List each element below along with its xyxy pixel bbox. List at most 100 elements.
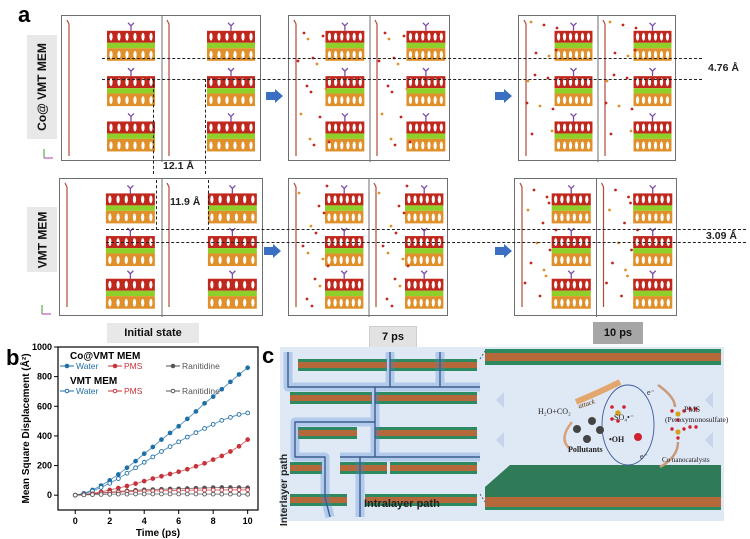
y-axis-label: Mean Square Displacement (Å²) xyxy=(19,353,32,503)
data-point xyxy=(167,471,173,477)
pms-sulfur xyxy=(675,411,681,417)
data-point xyxy=(159,473,164,479)
data-point xyxy=(150,444,156,450)
label-sulfate-radical: SO₄•⁻ xyxy=(614,413,635,422)
molecule xyxy=(385,297,389,301)
spacing-label-vmt-10ps: 3.09 Å xyxy=(706,230,737,242)
molecule xyxy=(386,84,390,88)
clay-layer xyxy=(633,67,672,107)
clay-layer-bottom xyxy=(390,368,477,371)
clay-layer-core xyxy=(298,362,387,368)
molecule xyxy=(608,208,611,212)
data-point xyxy=(236,443,242,449)
molecule xyxy=(534,51,538,55)
clay-layer xyxy=(405,270,444,309)
data-point xyxy=(245,437,251,442)
clay-layer-bottom xyxy=(375,401,477,404)
data-point xyxy=(176,423,182,429)
molecule xyxy=(309,224,313,228)
molecule xyxy=(626,54,630,58)
molecule xyxy=(396,62,400,66)
data-point xyxy=(133,481,138,486)
molecule xyxy=(387,37,391,41)
clay-layer-bottom xyxy=(340,471,387,474)
panel-letter-b: b xyxy=(6,345,20,370)
clay-layer-top xyxy=(375,392,477,395)
flow-chevron xyxy=(496,392,504,408)
molecule xyxy=(551,301,555,305)
label-electron-bottom: e⁻ xyxy=(640,452,648,461)
molecule xyxy=(327,140,331,144)
clay-layer-top xyxy=(290,462,322,465)
data-point xyxy=(202,491,207,497)
data-point xyxy=(176,469,182,475)
molecule xyxy=(380,112,384,116)
y-tick-label: 800 xyxy=(37,372,52,382)
molecule xyxy=(629,201,632,205)
clay-layer xyxy=(633,113,672,152)
data-point xyxy=(219,453,225,459)
molecule xyxy=(393,277,397,281)
polymer-chain xyxy=(293,182,297,307)
clay-layer xyxy=(207,184,257,224)
data-point xyxy=(210,487,216,493)
state-label-7ps: 7 ps xyxy=(369,326,417,348)
spacing-line-bottom xyxy=(106,229,746,230)
data-point xyxy=(115,491,121,497)
data-point xyxy=(133,458,138,464)
molecule xyxy=(397,204,401,208)
polymer-chain xyxy=(64,182,68,307)
clay-layer xyxy=(406,22,446,61)
data-point xyxy=(150,491,156,497)
data-point xyxy=(228,487,233,493)
radical-ellipse xyxy=(601,384,655,466)
legend-entry: PMS xyxy=(124,386,143,396)
data-point xyxy=(184,466,190,472)
hydroxyl-atom xyxy=(634,433,642,441)
data-point xyxy=(219,487,225,493)
data-point xyxy=(210,394,216,399)
zoom-layer-top xyxy=(485,349,721,353)
clay-layer xyxy=(105,184,155,224)
right-arrow-icon xyxy=(266,89,284,108)
pollutant-particle xyxy=(588,417,596,425)
data-point xyxy=(98,492,104,497)
molecule xyxy=(623,221,626,225)
pms-oxygen xyxy=(694,407,698,411)
clay-layer xyxy=(554,113,593,152)
y-tick-label: 600 xyxy=(37,401,52,411)
clay-layer xyxy=(207,227,257,267)
legend-marker xyxy=(64,388,70,394)
sim-box-co-vmt-7ps xyxy=(288,15,450,162)
data-point xyxy=(90,492,95,497)
molecule xyxy=(542,23,546,27)
state-label-10ps: 10 ps xyxy=(593,322,643,344)
sim-box-co-vmt-initial xyxy=(61,15,261,162)
clay-layer-top xyxy=(298,427,357,430)
clay-layer-bottom xyxy=(390,471,477,474)
molecule xyxy=(390,304,394,308)
data-point xyxy=(176,439,182,445)
clay-layer-core xyxy=(390,465,477,471)
molecule xyxy=(381,244,385,248)
clay-layer-core xyxy=(290,395,372,401)
molecule xyxy=(408,140,412,144)
y-tick-label: 400 xyxy=(37,431,52,441)
clay-layer xyxy=(107,22,155,61)
pms-oxygen xyxy=(676,436,680,440)
molecule xyxy=(532,188,536,192)
pms-oxygen xyxy=(688,407,692,411)
polymer-chain xyxy=(166,19,170,156)
row-label-vmt: VMT MEM xyxy=(27,207,57,272)
molecule xyxy=(302,31,306,35)
clay-layer xyxy=(207,22,255,61)
molecule xyxy=(325,184,329,188)
pms-oxygen xyxy=(694,425,698,429)
molecule xyxy=(321,34,325,38)
data-point xyxy=(141,459,147,465)
pollutant-particle xyxy=(583,435,591,443)
molecule xyxy=(401,257,405,261)
right-arrow-icon xyxy=(495,89,513,108)
molecule xyxy=(526,79,530,83)
label-hydroxyl-radical: •OH xyxy=(609,435,625,444)
